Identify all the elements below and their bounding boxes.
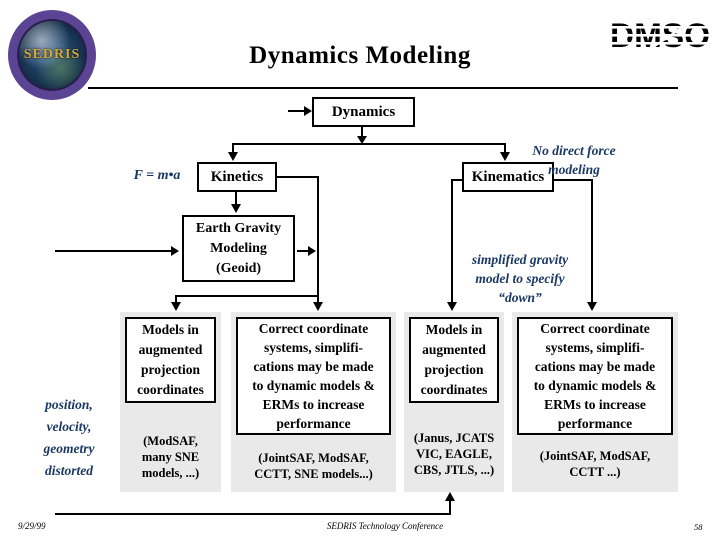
footer-page-number: 58 <box>694 522 703 532</box>
arrowhead <box>231 204 241 213</box>
arrowhead <box>304 106 312 116</box>
page-title: Dynamics Modeling <box>249 42 471 69</box>
annotation-simplified-gravity: simplified gravity model to specify “dow… <box>471 252 569 305</box>
arrowhead <box>500 152 510 161</box>
annotation-position-distorted: position, velocity, geometry distorted <box>43 397 95 478</box>
sedris-logo-text: SEDRIS <box>23 47 81 62</box>
arrowhead <box>587 302 597 311</box>
box-correct-coordinates-kinematics: Correct coordinate systems, simplifi- ca… <box>517 317 673 435</box>
annotation-force-equation: F = m•a <box>133 168 181 183</box>
caption-kinematics-models: (Janus, JCATS VIC, EAGLE, CBS, JTLS, ...… <box>413 431 495 477</box>
arrowhead <box>228 152 238 161</box>
footer-conference: SEDRIS Technology Conference <box>326 521 444 531</box>
caption-kinetics-models: (ModSAF, many SNE models, ...) <box>141 434 200 480</box>
annotation-no-direct-force: No direct force modeling <box>532 143 616 177</box>
sedris-logo-icon: SEDRIS <box>8 10 96 100</box>
box-kinetics: Kinetics <box>197 162 277 192</box>
arrowhead <box>171 246 179 256</box>
star-icon <box>615 28 631 44</box>
caption-kinetics-correct: (JointSAF, ModSAF, CCTT, SNE models...) <box>254 451 373 481</box>
connector-branch <box>232 143 506 152</box>
arrowhead <box>171 302 181 311</box>
dmso-logo-icon: DMSO <box>612 17 710 53</box>
arrowhead <box>445 492 455 501</box>
box-kinematics: Kinematics <box>462 162 554 192</box>
footer-date: 9/29/99 <box>18 521 46 531</box>
arrowhead <box>313 302 323 311</box>
arrowhead <box>308 246 316 256</box>
box-earth-gravity-modeling: Earth Gravity Modeling (Geoid) <box>182 215 295 282</box>
title-divider <box>88 87 678 89</box>
box-dynamics: Dynamics <box>312 97 415 127</box>
box-correct-coordinates-kinetics: Correct coordinate systems, simplifi- ca… <box>236 317 391 435</box>
box-models-augmented-kinematics: Models in augmented projection coordinat… <box>409 317 499 403</box>
connector-feedback <box>55 500 451 515</box>
caption-kinematics-correct: (JointSAF, ModSAF, CCTT ...) <box>539 449 651 479</box>
arrowhead <box>357 136 367 144</box>
box-models-augmented-kinetics: Models in augmented projection coordinat… <box>125 317 216 403</box>
